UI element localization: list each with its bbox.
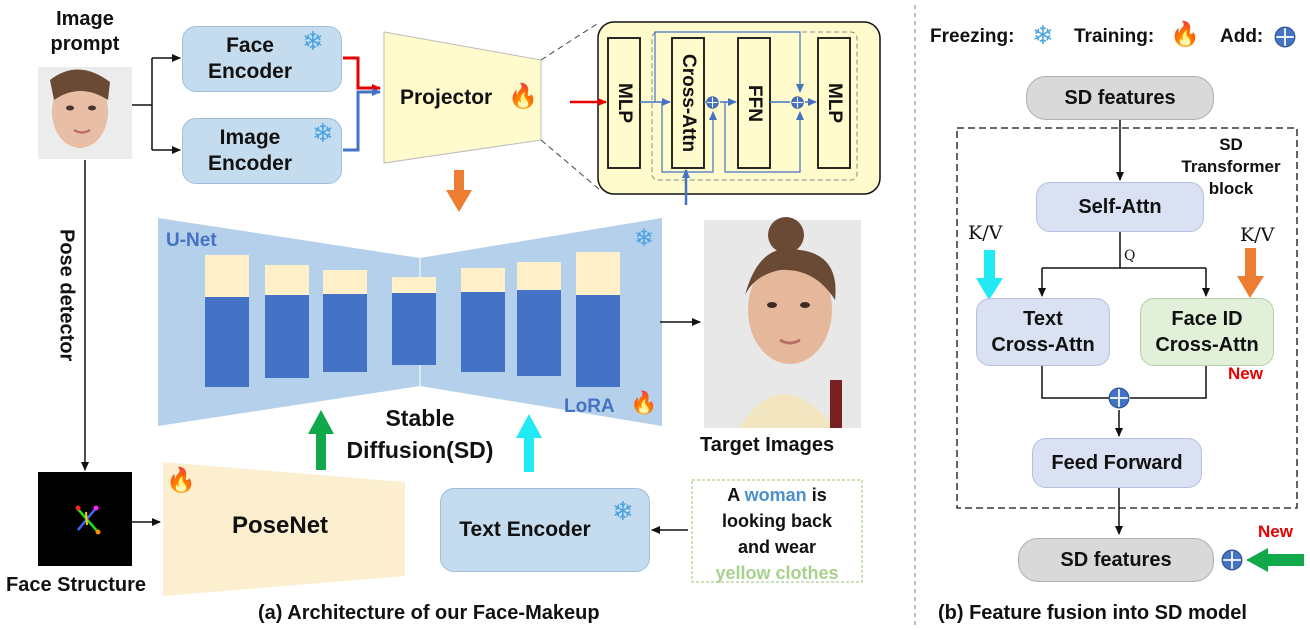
target-image [704, 217, 861, 428]
snowflake-icon: ❄ [612, 496, 634, 526]
green-new-arrow [1246, 548, 1304, 572]
fire-icon: 🔥 [166, 467, 196, 494]
orange-down-arrow [446, 170, 472, 212]
face-photo-image [38, 67, 132, 159]
target-images-label: Target Images [700, 434, 835, 456]
add-icon [791, 96, 804, 109]
orange-kv-arrow [1237, 248, 1264, 298]
ffn-box [737, 37, 771, 169]
posenet-label: PoseNet [232, 512, 329, 539]
legend-freezing: Freezing: [930, 26, 1015, 47]
snowflake-icon: ❄ [302, 26, 324, 56]
prompt-line-highlight: yellow clothes [715, 563, 839, 583]
self-attn-box: Self-Attn [1036, 182, 1204, 232]
mlp-right-label: MLP [824, 82, 845, 124]
snowflake-icon: ❄ [1032, 20, 1054, 50]
image-encoder-label: Image Encoder [207, 125, 293, 175]
fire-icon: 🔥 [508, 83, 538, 110]
add-icon [706, 96, 719, 109]
cyan-kv-arrow [976, 250, 1003, 300]
prompt-line: looking back [721, 511, 833, 531]
text-cross-attn-box: Text Cross-Attn [976, 298, 1110, 366]
caption-a: (a) Architecture of our Face-Makeup [258, 602, 600, 624]
add-icon [1221, 549, 1243, 571]
q-label: Q [1124, 248, 1136, 264]
snowflake-icon: ❄ [312, 118, 334, 148]
cross-attn-box [671, 37, 705, 169]
image-encoder-box: Image Encoder [182, 118, 342, 184]
kv-right-label: K/V [1240, 224, 1275, 246]
face-structure-label: Face Structure [6, 574, 147, 596]
add-icon [1274, 26, 1296, 48]
face-structure-image [38, 472, 132, 566]
projector-label: Projector [400, 86, 493, 109]
pose-detector-label: Pose detector [55, 228, 78, 362]
text-encoder-box: Text Encoder [440, 488, 650, 572]
face-encoder-label: Face Encoder [207, 33, 293, 83]
green-up-arrow [308, 410, 334, 470]
stable-diffusion-label: Stable Diffusion(SD) [346, 404, 494, 463]
cyan-up-arrow [516, 414, 542, 472]
prompt-line: and wear [737, 537, 817, 557]
text-encoder-label: Text Encoder [459, 518, 591, 541]
new-badge: New [1228, 364, 1263, 383]
faceid-cross-attn-box: Face ID Cross-Attn [1140, 298, 1274, 366]
ffn-label: FFN [744, 84, 765, 122]
cross-attn-label: Cross-Attn [678, 53, 699, 153]
legend-add: Add: [1220, 26, 1264, 47]
caption-b: (b) Feature fusion into SD model [938, 602, 1247, 624]
fire-icon: 🔥 [630, 390, 658, 415]
sd-features-bottom-box: SD features [1018, 538, 1214, 582]
mlp-left-label: MLP [614, 82, 635, 124]
fire-icon: 🔥 [1170, 21, 1200, 48]
unet-label: U-Net [166, 230, 217, 251]
prompt-text: A woman is looking back and wear yellow … [692, 482, 862, 586]
mlp-right-box [817, 37, 851, 169]
legend-training: Training: [1074, 26, 1155, 47]
sd-transformer-block-frame [956, 127, 1298, 509]
unet-bars [205, 252, 620, 387]
face-encoder-box: Face Encoder [182, 26, 342, 92]
projector-detail-panel [597, 21, 881, 195]
prompt-word: is [811, 485, 827, 505]
text-prompt-box [691, 479, 863, 583]
prompt-word: A [727, 485, 740, 505]
new-badge: New [1258, 522, 1293, 541]
image-prompt-label: Image prompt [50, 8, 120, 55]
prompt-word-highlight: woman [744, 485, 807, 505]
add-icon [1108, 387, 1130, 409]
feed-forward-box: Feed Forward [1032, 438, 1202, 488]
mlp-left-box [607, 37, 641, 169]
kv-left-label: K/V [968, 222, 1003, 244]
snowflake-icon: ❄ [634, 225, 655, 252]
sd-transformer-block-label: SD Transformer block [1181, 135, 1281, 199]
posenet-shape [163, 462, 405, 596]
lora-label: LoRA [564, 396, 615, 417]
sd-features-top-box: SD features [1026, 76, 1214, 120]
